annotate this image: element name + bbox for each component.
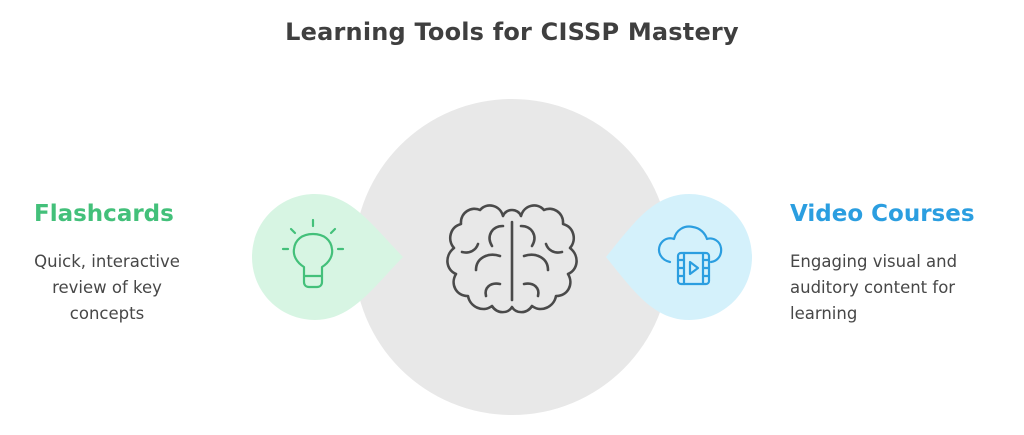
diagram-title: Learning Tools for CISSP Mastery [285,18,739,46]
flashcards-title: Flashcards [34,201,174,227]
flashcards-description: Quick, interactive review of key concept… [34,252,180,323]
flashcards-shape [252,194,403,320]
video-courses-description: Engaging visual and auditory content for… [790,252,958,323]
video-courses-title: Video Courses [790,201,975,227]
cloud-video-icon [657,225,723,286]
lightbulb-icon [281,218,345,289]
brain-icon [446,204,578,314]
